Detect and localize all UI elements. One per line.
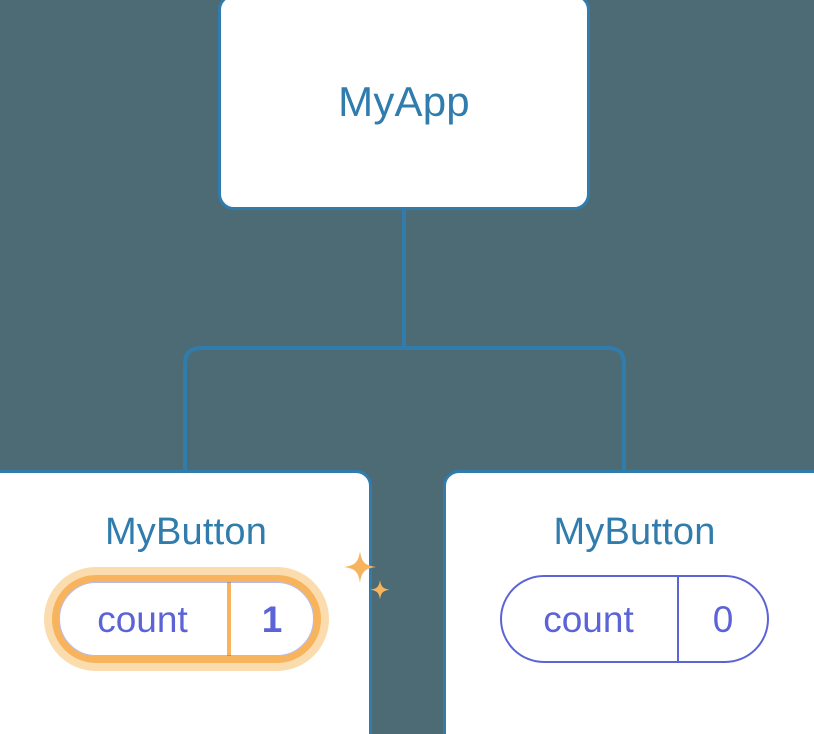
state-value-label: 1: [261, 598, 283, 640]
sparkle-small-icon: [369, 580, 390, 600]
state-pill-left-wrapper: count 1: [51, 551, 390, 663]
node-mybutton-left-label: MyButton: [104, 511, 268, 553]
state-value-label: 0: [712, 598, 734, 640]
sparkle-group: [343, 551, 390, 600]
node-mybutton-right-label: MyButton: [553, 511, 716, 553]
state-pill-count-inactive[interactable]: count 0: [500, 575, 769, 663]
node-mybutton-right[interactable]: MyButton count 0: [443, 470, 814, 734]
node-myapp[interactable]: MyApp: [218, 0, 590, 210]
edge-root-to-right-child: [404, 346, 626, 470]
state-pill-right-wrapper: count 0: [500, 575, 769, 663]
edge-root-to-left-child: [183, 346, 404, 470]
sparkle-large-icon: [343, 551, 376, 583]
state-key-label: count: [502, 577, 679, 661]
node-myapp-label: MyApp: [338, 78, 470, 125]
state-pill-count-active[interactable]: count 1: [51, 575, 321, 663]
node-mybutton-left[interactable]: MyButton count 1: [0, 470, 390, 734]
state-key-label: count: [59, 582, 231, 656]
